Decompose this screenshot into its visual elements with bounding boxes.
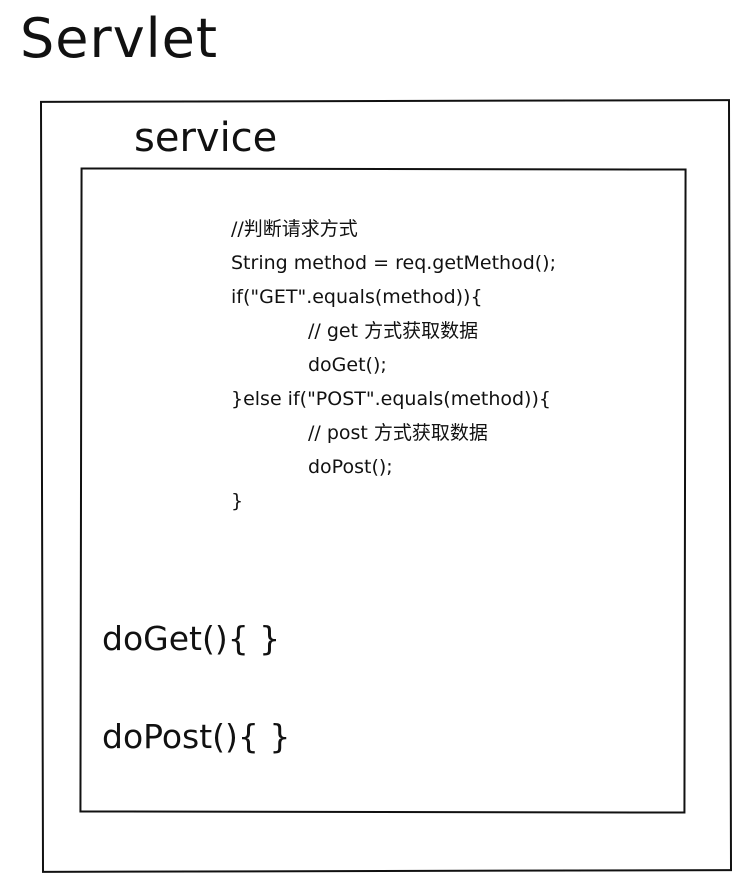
code-comment-line: //判断请求方式 — [231, 218, 358, 240]
code-doget-call-line: doGet(); — [308, 354, 387, 376]
service-code-block: //判断请求方式 String method = req.getMethod()… — [231, 212, 556, 518]
doget-method: doGet(){ } — [102, 619, 281, 658]
servlet-title: Servlet — [20, 7, 219, 70]
code-if-get-line: if("GET".equals(method)){ — [231, 286, 483, 308]
code-post-comment-line: // post 方式获取数据 — [308, 422, 488, 444]
code-get-comment-line: // get 方式获取数据 — [308, 320, 479, 342]
code-else-if-post-line: }else if("POST".equals(method)){ — [231, 388, 551, 410]
code-closing-brace-line: } — [231, 490, 244, 512]
code-get-method-line: String method = req.getMethod(); — [231, 252, 556, 274]
dopost-method: doPost(){ } — [102, 717, 291, 756]
service-label: service — [134, 115, 278, 161]
code-dopost-call-line: doPost(); — [308, 456, 393, 478]
